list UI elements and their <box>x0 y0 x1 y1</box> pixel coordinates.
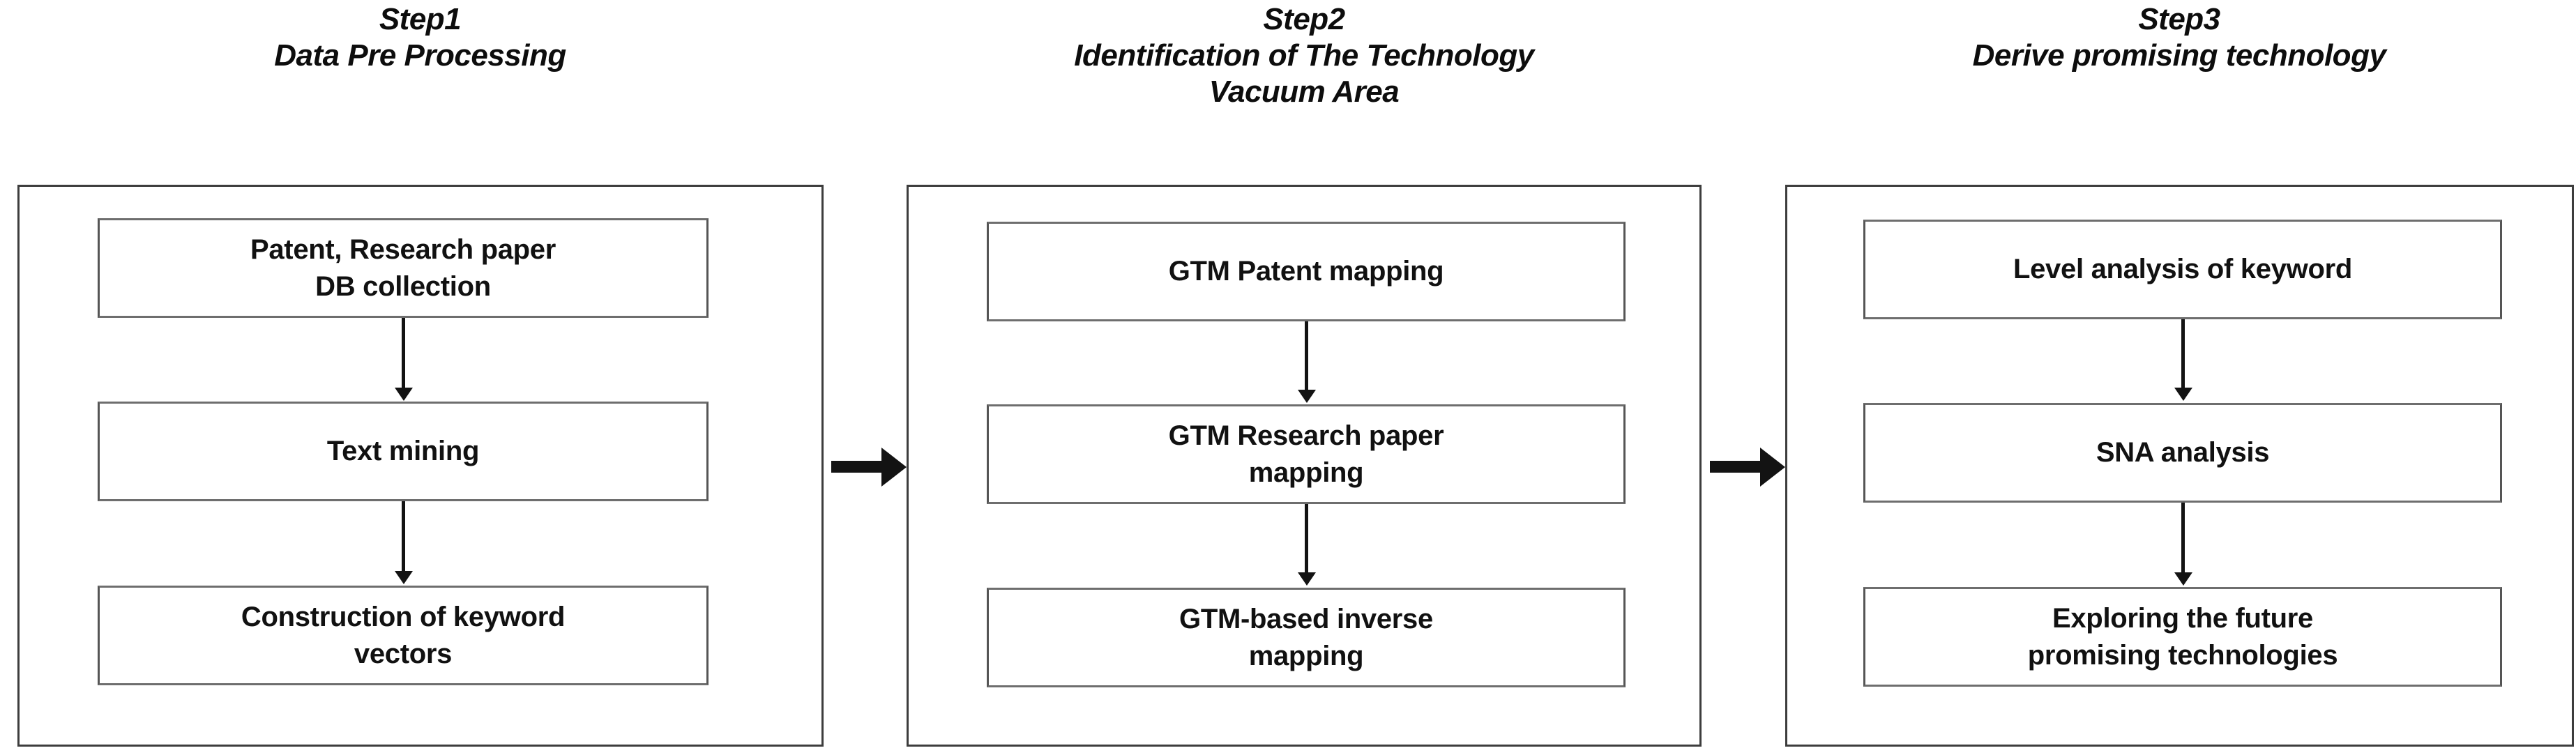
arrow-down-icon <box>402 501 405 572</box>
node-line: GTM Patent mapping <box>1168 256 1444 287</box>
step2-header: Step2 Identification of The Technology V… <box>907 1 1702 110</box>
arrow-down-icon <box>2181 319 2185 389</box>
node-line: DB collection <box>315 270 491 302</box>
node-sna-analysis[interactable]: SNA analysis <box>1863 403 2502 503</box>
step2-title-line2: Vacuum Area <box>1209 74 1400 109</box>
arrow-down-icon <box>402 318 405 389</box>
node-line: vectors <box>354 638 453 669</box>
arrow-right-icon-step2-to-step3 <box>1710 461 1761 473</box>
step3-number: Step3 <box>2138 2 2220 36</box>
node-text-mining[interactable]: Text mining <box>98 402 709 501</box>
step2-title-line1: Identification of The Technology <box>1074 38 1534 73</box>
arrow-down-icon <box>2181 503 2185 574</box>
arrow-down-icon <box>1305 504 1308 574</box>
node-line: Patent, Research paper <box>250 234 556 265</box>
node-gtm-patent-mapping[interactable]: GTM Patent mapping <box>987 222 1626 321</box>
node-line: Level analysis of keyword <box>2013 254 2353 285</box>
node-line: mapping <box>1248 457 1364 488</box>
node-line: mapping <box>1248 640 1364 671</box>
node-line: SNA analysis <box>2096 437 2270 468</box>
node-line: GTM-based inverse <box>1179 603 1433 634</box>
node-line: promising technologies <box>2027 639 2338 671</box>
node-gtm-research-paper-mapping[interactable]: GTM Research paper mapping <box>987 404 1626 504</box>
step1-header: Step1 Data Pre Processing <box>17 1 823 74</box>
node-construction-of-keyword-vectors[interactable]: Construction of keyword vectors <box>98 586 709 685</box>
step2-number: Step2 <box>1263 2 1345 36</box>
node-line: Construction of keyword <box>241 601 566 632</box>
node-line: Text mining <box>326 436 480 467</box>
node-gtm-based-inverse-mapping[interactable]: GTM-based inverse mapping <box>987 588 1626 687</box>
node-level-analysis-of-keyword[interactable]: Level analysis of keyword <box>1863 220 2502 319</box>
step1-title: Data Pre Processing <box>274 38 566 73</box>
arrow-right-icon-step1-to-step2 <box>831 461 883 473</box>
step1-number: Step1 <box>379 2 462 36</box>
node-exploring-the-future-promising-technologies[interactable]: Exploring the future promising technolog… <box>1863 587 2502 687</box>
node-line: Exploring the future <box>2052 602 2313 634</box>
step3-header: Step3 Derive promising technology <box>1785 1 2573 74</box>
node-patent-research-paper-db-collection[interactable]: Patent, Research paper DB collection <box>98 218 709 318</box>
step3-title: Derive promising technology <box>1972 38 2386 73</box>
arrow-down-icon <box>1305 321 1308 391</box>
node-line: GTM Research paper <box>1168 420 1444 451</box>
